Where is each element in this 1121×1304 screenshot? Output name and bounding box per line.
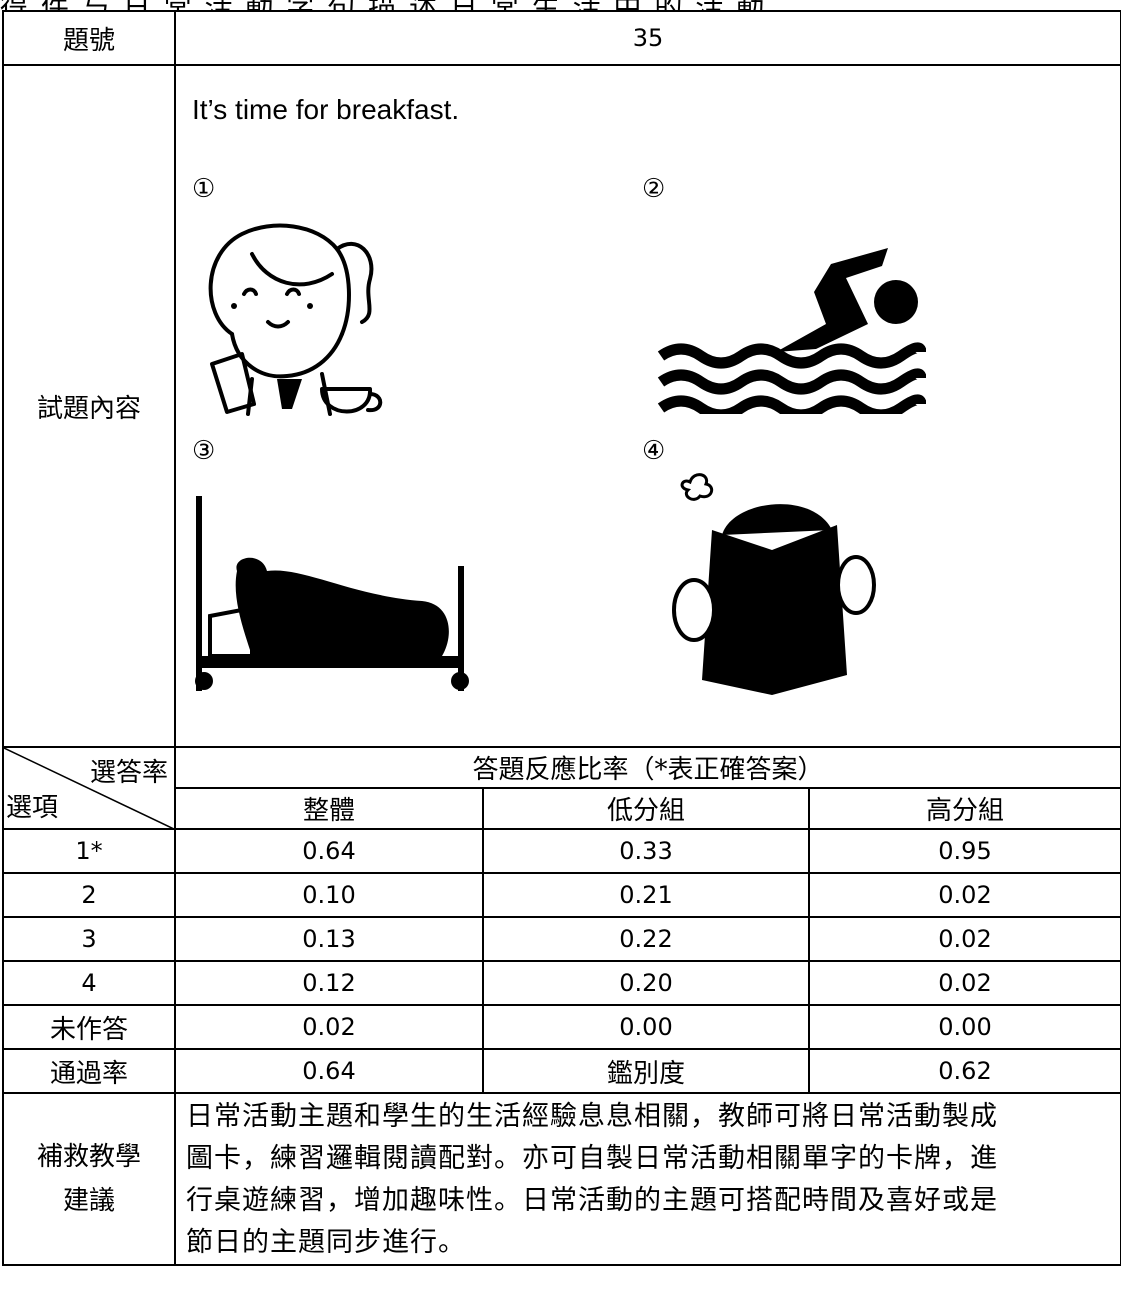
summary-row: 通過率 0.64 鑑別度 0.62: [2, 1048, 1121, 1094]
advice-line: 圖卡，練習邏輯閱讀配對。亦可自製日常活動相關單字的卡牌，進: [186, 1143, 998, 1174]
content-label: 試題內容: [2, 64, 176, 748]
discrimination-value: 0.62: [807, 1048, 1121, 1094]
row-option: 1*: [2, 828, 176, 874]
option-1-marker: ①: [192, 174, 216, 204]
col-low-group: 低分組: [482, 787, 810, 830]
cut-off-header: 得 件 与 日 常 活 動 字 句 描 述 日 常 生 活 中 的 活 動: [0, 0, 1121, 10]
cell-high: 0.02: [807, 872, 1121, 918]
row-option: 未作答: [2, 1004, 176, 1050]
cell-overall: 0.64: [174, 828, 484, 874]
option-4-marker: ④: [642, 436, 666, 466]
table-row: 4 0.12 0.20 0.02: [2, 960, 1121, 1006]
advice-line: 節日的主題同步進行。: [186, 1227, 466, 1258]
table-row: 未作答 0.02 0.00 0.00: [2, 1004, 1121, 1050]
item-analysis-table: 題號 35 試題內容 It’s time for breakfast. ① ② …: [2, 10, 1121, 1266]
girl-breakfast-image: [208, 223, 383, 416]
row-option: 3: [2, 916, 176, 962]
item-number-row: 題號 35: [2, 10, 1121, 66]
remedial-label: 補救教學 建議: [2, 1092, 176, 1266]
cell-high: 0.00: [807, 1004, 1121, 1050]
col-high-group: 高分組: [807, 787, 1121, 830]
remedial-row: 補救教學 建議 日常活動主題和學生的生活經驗息息相關，教師可將日常活動製成 圖卡…: [2, 1092, 1121, 1266]
option-2-marker: ②: [642, 174, 666, 204]
diagonal-line: [4, 748, 176, 830]
cell-low: 0.00: [482, 1004, 810, 1050]
cell-high: 0.02: [807, 960, 1121, 1006]
row-option: 4: [2, 960, 176, 1006]
question-content: It’s time for breakfast. ① ② ③ ④: [173, 64, 1121, 748]
table-row: 2 0.10 0.21 0.02: [2, 872, 1121, 918]
pass-rate-value: 0.64: [174, 1048, 484, 1094]
remedial-label-line1: 補救教學: [36, 1142, 141, 1172]
cell-low: 0.20: [482, 960, 810, 1006]
item-number-label: 題號: [2, 10, 176, 66]
advice-line: 日常活動主題和學生的生活經驗息息相關，教師可將日常活動製成: [186, 1101, 998, 1132]
cell-low: 0.33: [482, 828, 810, 874]
diagonal-header-cell: 選答率 選項: [2, 746, 176, 830]
remedial-advice: 日常活動主題和學生的生活經驗息息相關，教師可將日常活動製成 圖卡，練習邏輯閱讀配…: [173, 1092, 1121, 1266]
cell-low: 0.21: [482, 872, 810, 918]
cell-overall: 0.02: [174, 1004, 484, 1050]
option-3-marker: ③: [192, 436, 216, 466]
advice-line: 行桌遊練習，增加趣味性。日常活動的主題可搭配時間及喜好或是: [186, 1185, 998, 1216]
reading-book-image: [672, 473, 876, 695]
cut-off-header-text: 得 件 与 日 常 活 動 字 句 描 述 日 常 生 活 中 的 活 動: [0, 0, 766, 10]
header-row-groups: 整體 低分組 高分組: [3, 787, 1121, 830]
response-rate-label: 答題反應比率（*表正確答案）: [173, 746, 1121, 789]
table-row: 3 0.13 0.22 0.02: [2, 916, 1121, 962]
discrimination-label: 鑑別度: [482, 1048, 810, 1094]
header-row-top: 選答率 選項 答題反應比率（*表正確答案）: [2, 746, 1121, 830]
pass-rate-label: 通過率: [2, 1048, 176, 1094]
cell-overall: 0.13: [174, 916, 484, 962]
cell-low: 0.22: [482, 916, 810, 962]
swimmer-image: [657, 248, 926, 414]
col-overall: 整體: [174, 787, 484, 830]
cell-overall: 0.12: [174, 960, 484, 1006]
cell-high: 0.95: [807, 828, 1121, 874]
table-row: 1* 0.64 0.33 0.95: [2, 828, 1121, 874]
cell-high: 0.02: [807, 916, 1121, 962]
item-number-value: 35: [173, 10, 1121, 66]
content-row: 試題內容 It’s time for breakfast. ① ② ③ ④: [2, 64, 1121, 748]
rate-label: 選答率: [89, 758, 168, 788]
cell-overall: 0.10: [174, 872, 484, 918]
remedial-label-line2: 建議: [62, 1186, 115, 1216]
sleeping-in-bed-image: [195, 496, 469, 691]
option-label: 選項: [6, 793, 59, 823]
row-option: 2: [2, 872, 176, 918]
question-text: It’s time for breakfast.: [192, 94, 460, 125]
